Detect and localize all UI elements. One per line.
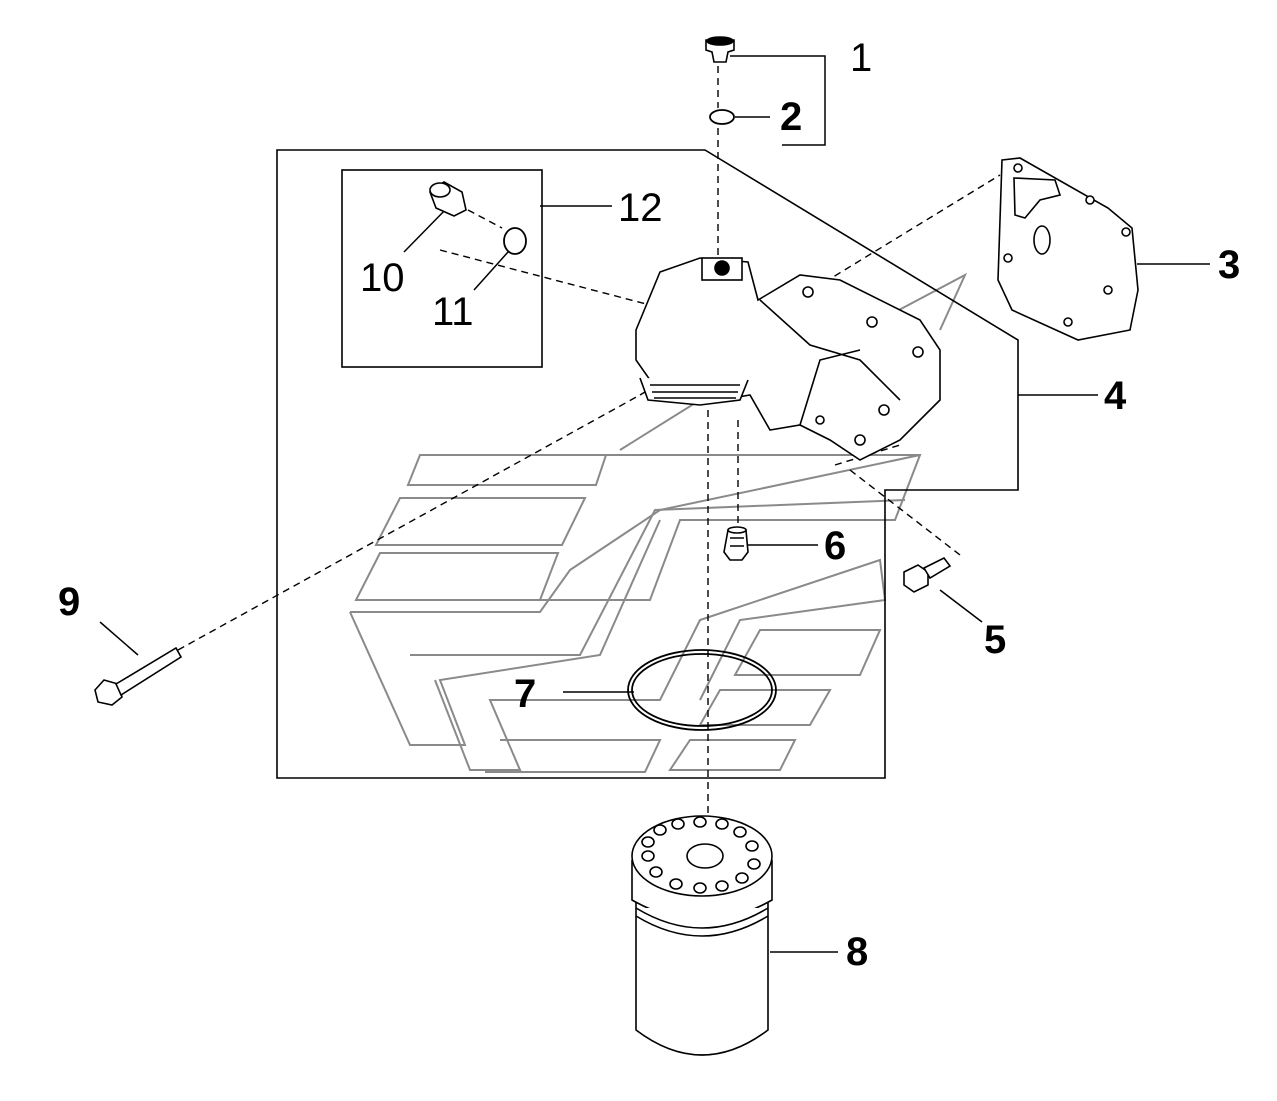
callout-4: 4: [1104, 374, 1127, 418]
plug-part-1: [705, 36, 735, 63]
bolt-part-5: [903, 556, 952, 593]
callout-10: 10: [360, 256, 405, 300]
callout-5: 5: [984, 618, 1007, 662]
seal-ring-part-7: [627, 649, 777, 731]
filter-housing-part-4: [635, 257, 941, 461]
callout-3: 3: [1218, 243, 1241, 287]
callout-9: 9: [58, 580, 81, 624]
leader-lines: [99, 55, 1210, 953]
callout-12: 12: [618, 186, 663, 230]
callout-8: 8: [846, 930, 869, 974]
gasket-part-3: [997, 157, 1139, 341]
fitting-part-6: [723, 526, 749, 561]
callout-1: 1: [850, 36, 873, 80]
long-bolt-part-9: [94, 646, 183, 706]
plug-part-10: [429, 181, 467, 217]
callout-2: 2: [780, 95, 803, 139]
housing-frame: [276, 149, 1019, 779]
callout-6: 6: [824, 524, 847, 568]
callout-11: 11: [432, 290, 474, 334]
filter-cartridge-part-8: [631, 815, 773, 1056]
o-ring-part-11: [503, 227, 527, 255]
o-ring-part-2: [709, 109, 735, 125]
callout-7: 7: [514, 672, 537, 716]
